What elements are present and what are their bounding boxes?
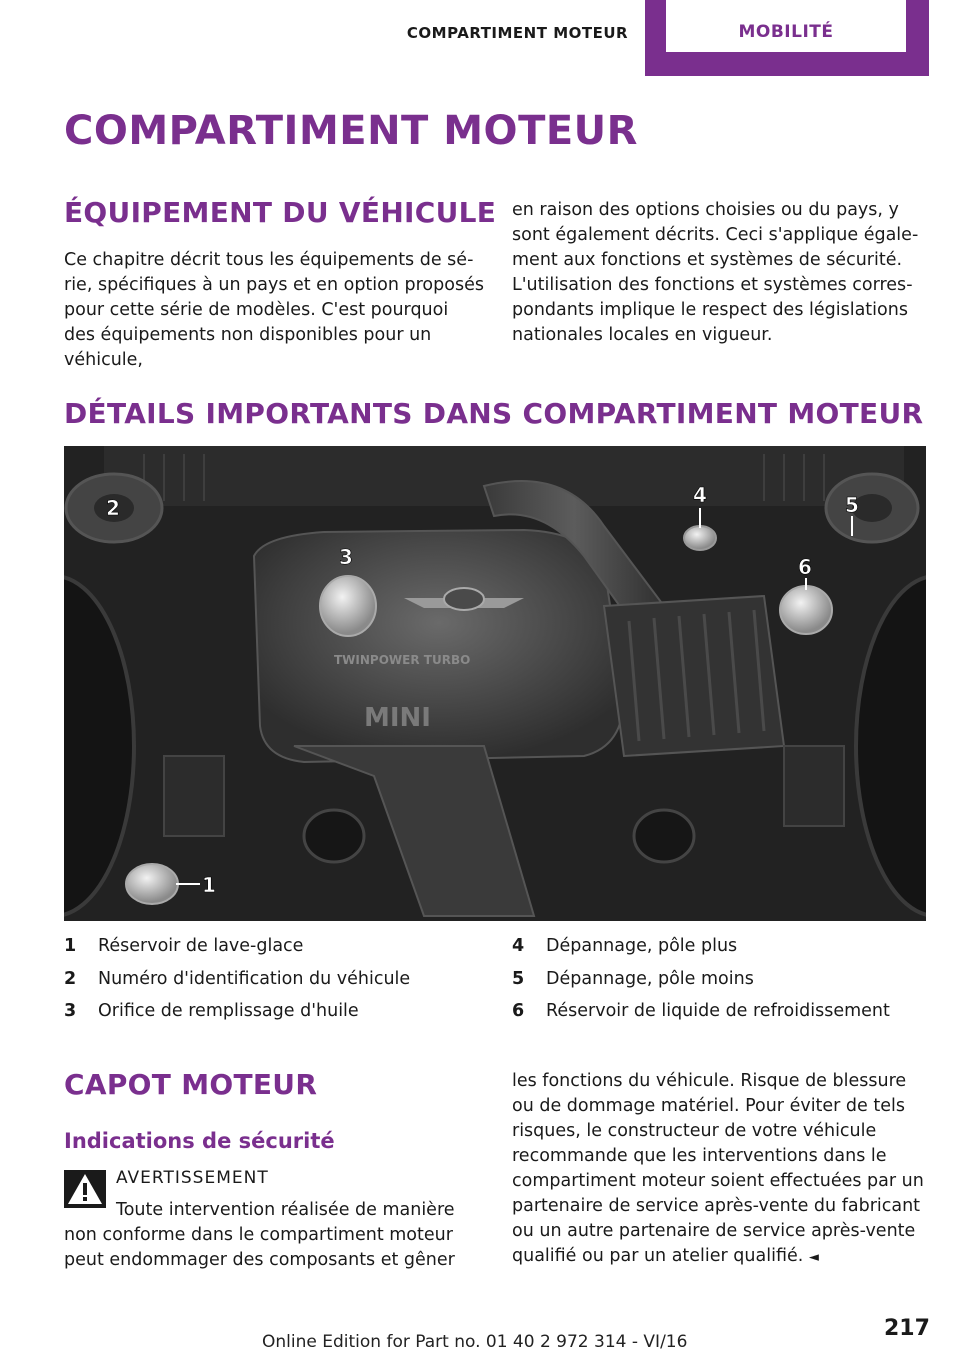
callout-4: 4: [693, 483, 707, 507]
equipment-paragraph-right: en raison des options choisies ou du pay…: [512, 200, 919, 345]
chapter-tab: MOBILITÉ: [645, 0, 929, 76]
legend-item: 6 Réservoir de liquide de refroidissemen…: [512, 995, 928, 1028]
engine-cover-badge: MINI: [364, 703, 431, 733]
legend-right: 4 Dépannage, pôle plus 5 Dépannage, pôle…: [512, 930, 928, 1028]
page-title: COMPARTIMENT MOTEUR: [64, 108, 638, 154]
details-heading: DÉTAILS IMPORTANTS DANS COMPARTIMENT MOT…: [64, 397, 924, 430]
engine-compartment-photo: TWINPOWER TURBO MINI: [64, 446, 926, 921]
legend-item: 3 Orifice de remplissage d'huile: [64, 995, 494, 1028]
page-number: 217: [884, 1316, 930, 1341]
legend-number: 4: [512, 936, 525, 956]
chapter-tab-label: MOBILITÉ: [666, 0, 906, 52]
legend-item: 5 Dépannage, pôle moins: [512, 963, 928, 996]
legend-text: Numéro d'identification du véhicule: [98, 968, 411, 989]
legend-item: 4 Dépannage, pôle plus: [512, 930, 928, 963]
warning-label: AVERTISSEMENT: [116, 1168, 269, 1188]
callout-5: 5: [845, 493, 859, 517]
engine-cover-text: TWINPOWER TURBO: [334, 653, 470, 667]
warning-text: Toute intervention réalisée de manière n…: [64, 1200, 455, 1270]
equipment-heading: ÉQUIPEMENT DU VÉHICULE: [64, 196, 497, 229]
legend-text: Dépannage, pôle plus: [546, 936, 738, 956]
legend-text: Orifice de remplissage d'huile: [98, 1001, 359, 1021]
callout-1: 1: [202, 873, 216, 897]
equipment-paragraph-left: Ce chapitre décrit tous les équipements …: [64, 250, 484, 370]
legend-left: 1 Réservoir de lave-glace 2 Numéro d'ide…: [64, 930, 494, 1028]
legend-text: Dépannage, pôle moins: [546, 968, 754, 989]
running-header-section: COMPARTIMENT MOTEUR: [406, 24, 629, 42]
legend-number: 5: [512, 968, 525, 989]
legend-item: 2 Numéro d'identification du véhicule: [64, 963, 494, 996]
capot-paragraph-right: les fonctions du véhicule. Risque de ble…: [512, 1069, 932, 1270]
legend-number: 6: [512, 1001, 525, 1021]
legend-number: 2: [64, 968, 77, 989]
callout-6: 6: [798, 555, 812, 579]
legend-number: 3: [64, 1001, 77, 1021]
callout-2: 2: [106, 496, 120, 520]
callout-3: 3: [339, 545, 353, 569]
legend-text: Réservoir de lave-glace: [98, 936, 304, 956]
legend-text: Réservoir de liquide de refroidissement: [546, 1001, 890, 1021]
capot-heading: CAPOT MOTEUR: [64, 1068, 318, 1101]
legend-item: 1 Réservoir de lave-glace: [64, 930, 494, 963]
footer-edition: Online Edition for Part no. 01 40 2 972 …: [262, 1332, 688, 1352]
warning-icon: [64, 1170, 106, 1208]
engine-illustration: TWINPOWER TURBO MINI: [64, 446, 926, 921]
safety-subheading: Indications de sécurité: [64, 1129, 335, 1153]
capot-paragraph-text: les fonctions du véhicule. Risque de ble…: [512, 1071, 924, 1266]
end-mark-icon: ◄: [808, 1250, 819, 1265]
legend-number: 1: [64, 936, 77, 956]
